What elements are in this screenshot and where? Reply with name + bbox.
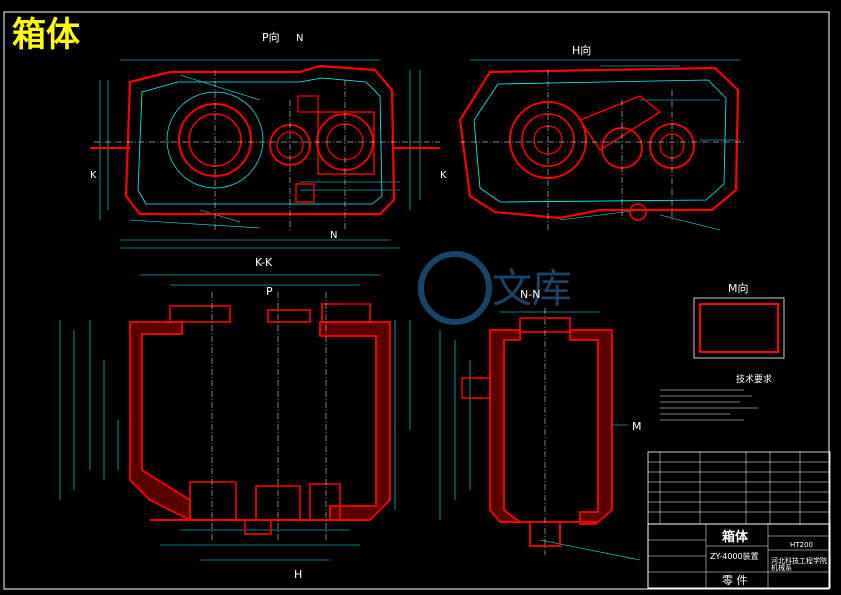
m-view: M向: [693, 281, 785, 359]
title-block-school: 河北科技工程学院: [771, 556, 827, 565]
kk-section-wall-right: [319, 321, 391, 521]
h-view-drain-boss: [629, 203, 647, 221]
m-view-flange: [699, 303, 779, 353]
p-view-vent-boss: [297, 95, 319, 113]
h-view-dimensions: [470, 59, 740, 231]
title-block-material: HT200: [790, 541, 813, 549]
p-view-n-label: N: [296, 33, 303, 44]
nn-section-label: N-N: [520, 288, 540, 301]
p-view-oil-plug: [295, 183, 315, 203]
tech-requirements-title: 技术要求: [736, 373, 772, 385]
kk-section-wall-left: [129, 321, 191, 522]
p-view-outline: [124, 64, 396, 216]
nn-section-bottom: [500, 521, 596, 547]
kk-section-top-bosses: [169, 303, 371, 323]
h-view-centerlines: [460, 70, 745, 230]
title-block-part-name: 箱体: [722, 529, 749, 545]
p-view-label: P向: [262, 30, 280, 44]
title-block-footer: 零 件: [722, 574, 748, 587]
p-view-n-label-bottom: N: [330, 230, 337, 241]
h-view: H向: [458, 43, 745, 231]
p-view-k-label-right: K: [440, 170, 447, 181]
h-view-outline: [458, 66, 740, 220]
title-block: 箱体 ZY-4000装置 HT200 河北科技工程学院 机械系 零 件: [647, 451, 831, 589]
kk-section-bottom-bosses: [189, 481, 341, 521]
nn-section-m-label: M: [632, 420, 642, 433]
h-view-rib: [578, 95, 662, 151]
m-view-frame-outer: [693, 297, 785, 359]
title-block-zone: 机械系: [771, 563, 792, 572]
watermark-logo-icon: [418, 251, 492, 325]
kk-section: K-K P H: [59, 256, 411, 581]
nn-section-side-boss: [461, 377, 491, 399]
kk-section-centerlines: [211, 292, 327, 540]
p-view-inner-outline: [137, 77, 383, 205]
title-block-assembly: ZY-4000装置: [710, 551, 759, 561]
nn-section-wall-left: [489, 329, 523, 523]
p-view-bore-right-boss: [317, 111, 375, 175]
kk-section-label: K-K: [255, 256, 273, 269]
tech-requirements: 技术要求: [660, 373, 772, 421]
kk-section-dimensions: [59, 274, 411, 561]
h-view-label: H向: [572, 43, 591, 57]
watermark: 文库: [418, 251, 572, 325]
watermark-text: 文库: [492, 266, 572, 312]
p-view-k-label-left: K: [90, 170, 97, 181]
h-view-inner-outline: [473, 79, 727, 203]
m-view-label: M向: [728, 281, 749, 295]
p-view-dimensions: [99, 59, 421, 249]
nn-section: N-N M: [439, 288, 642, 561]
kk-section-drain: [244, 519, 272, 535]
drawing-title: 箱体: [12, 15, 80, 55]
kk-section-h-label: H: [294, 568, 302, 581]
kk-section-p-label: P: [266, 285, 273, 298]
p-view-centerlines: [94, 70, 440, 230]
nn-section-dimensions: [439, 311, 641, 561]
sheet-border: [3, 11, 830, 590]
nn-section-wall-right: [569, 329, 613, 525]
parts-list-frame: [647, 451, 831, 525]
p-view: P向 N N K K: [90, 30, 447, 249]
